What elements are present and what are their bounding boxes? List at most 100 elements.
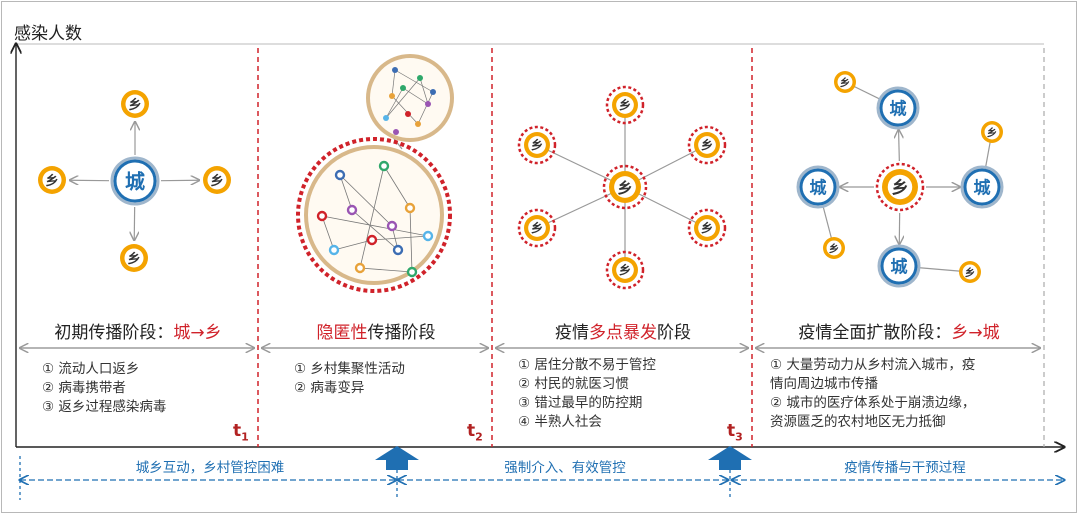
village-inner [962, 264, 978, 280]
stage-3-notes: ① 居住分散不易于管控 ② 村民的就医习惯 ③ 错过最早的防控期 ④ 半熟人社会 [518, 356, 656, 432]
network-link [333, 239, 373, 251]
network-node [404, 202, 416, 214]
village-inner [698, 219, 716, 237]
city-label: 城 [891, 257, 908, 277]
network-link [359, 267, 413, 273]
village-label: 乡 [531, 221, 543, 236]
stage-4-title: 疫情全面扩散阶段：乡→城 [798, 323, 1000, 343]
stage-1-notes: ① 流动人口返乡 ② 病毒携带者 ③ 返乡过程感染病毒 [42, 360, 166, 417]
village-label: 乡 [45, 173, 58, 189]
time-mark-t1: t1 [233, 421, 249, 444]
city-halo [960, 165, 1004, 209]
city-ring [963, 168, 1001, 206]
network-link [321, 215, 335, 251]
village-node: 乡 [517, 208, 557, 248]
time-mark-t2: t2 [467, 421, 483, 444]
village-inner [125, 94, 145, 114]
village-node: 乡 [981, 121, 1003, 143]
network-node [405, 111, 411, 117]
note: 情向周边城市传播 [770, 376, 878, 392]
alert-ring [605, 250, 645, 290]
village-label: 乡 [701, 138, 713, 153]
network-link [321, 215, 429, 237]
village-node: 乡 [602, 164, 648, 210]
note: ① 居住分散不易于管控 [518, 357, 656, 373]
village-node: 乡 [517, 125, 557, 165]
alert-ring [602, 164, 648, 210]
city-ring [880, 247, 918, 285]
note: 资源匮乏的农村地区无力抵御 [770, 414, 946, 430]
phase-label-2: 强制介入、有效管控 [504, 460, 626, 476]
stage-1-title: 初期传播阶段：城→乡 [54, 323, 222, 343]
village-inner [207, 170, 227, 190]
city-node: 城 [877, 244, 921, 288]
village-label: 乡 [619, 98, 631, 113]
network-node [392, 67, 398, 73]
network-node [417, 75, 423, 81]
village-label: 乡 [829, 242, 839, 255]
network-link [409, 207, 413, 273]
note: ② 村民的就医习惯 [518, 376, 629, 392]
network-link [419, 77, 429, 105]
village-label: 乡 [210, 173, 223, 189]
village-node: 乡 [959, 261, 981, 283]
network-link [385, 77, 421, 119]
village-inner [42, 170, 62, 190]
village-label: 乡 [531, 138, 543, 153]
network-link [351, 209, 399, 251]
network-link [383, 165, 411, 209]
link-line [536, 144, 626, 188]
network-link [339, 174, 353, 211]
village-inner [124, 248, 144, 268]
village-inner [887, 174, 913, 200]
village-inner [984, 124, 1000, 140]
village-label: 乡 [965, 266, 975, 279]
alert-ring [605, 85, 645, 125]
village-node: 乡 [834, 71, 856, 93]
city-ring [113, 159, 157, 203]
village-node: 乡 [605, 250, 645, 290]
city-halo [876, 86, 920, 130]
phase-label-1: 城乡互动，乡村管控困难 [135, 460, 285, 476]
stage-2-notes: ① 乡村集聚性活动 ② 病毒变异 [294, 360, 405, 398]
time-mark-t3: t3 [727, 421, 743, 444]
city-node: 城 [960, 165, 1004, 209]
network-node [328, 244, 340, 256]
village-label: 乡 [617, 179, 632, 197]
village-label: 乡 [891, 177, 908, 198]
note: ③ 返乡过程感染病毒 [42, 399, 167, 415]
alert-ring [517, 208, 557, 248]
network-node [430, 89, 436, 95]
network-node [425, 101, 431, 107]
bottom-timeline [20, 456, 1064, 500]
note: ③ 错过最早的防控期 [518, 395, 643, 411]
village-node: 乡 [687, 125, 727, 165]
village-label: 乡 [127, 251, 140, 267]
network-link [417, 91, 434, 125]
note: ① 大量劳动力从乡村流入城市，疫 [770, 357, 976, 373]
link-line [536, 186, 626, 229]
note: ④ 半熟人社会 [518, 414, 602, 430]
city-label: 城 [810, 178, 827, 198]
alert-ring [875, 162, 925, 212]
network-node [415, 121, 421, 127]
link-line [899, 130, 900, 162]
network-node [393, 129, 399, 135]
network-link [371, 235, 429, 241]
village-label: 乡 [619, 263, 631, 278]
village-inner [614, 176, 636, 198]
intervention-arrow-1 [375, 446, 419, 470]
village-label: 乡 [701, 221, 713, 236]
city-halo [877, 244, 921, 288]
stage-2-title: 隐匿性传播阶段 [316, 323, 436, 343]
y-axis-label: 感染人数 [14, 24, 82, 44]
network-node [386, 220, 398, 232]
village-inner [528, 136, 546, 154]
network-node [366, 234, 378, 246]
network-node [346, 204, 358, 216]
network-link [391, 95, 419, 125]
stage-4-notes: ① 大量劳动力从乡村流入城市，疫 情向周边城市传播 ② 城市的医疗体系处于崩溃边… [770, 356, 975, 432]
city-node: 城 [110, 156, 160, 206]
